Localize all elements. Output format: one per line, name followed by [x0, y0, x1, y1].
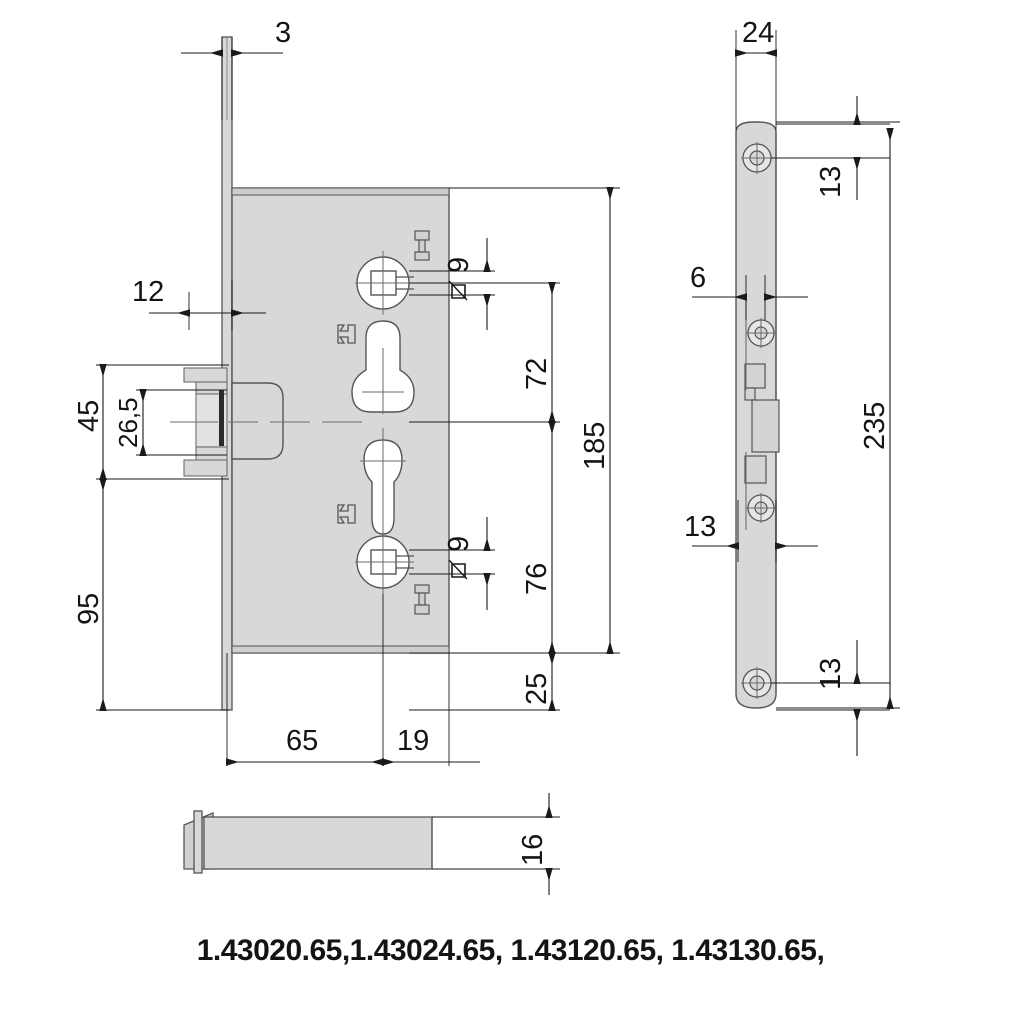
dimension-square-9-lower: 9	[409, 517, 495, 610]
dimension-label-235: 235	[859, 402, 891, 450]
side-view: 24 13 6 235	[684, 17, 900, 756]
dimension-label-65: 65	[286, 725, 318, 757]
latch-bolt	[183, 367, 284, 477]
dimension-45: 45	[73, 363, 229, 481]
internal-fixing-marks	[337, 230, 430, 615]
dimension-label-13-bottom: 13	[815, 658, 847, 690]
dimension-label-12: 12	[132, 276, 164, 308]
part-numbers-caption: 1.43020.65,1.43024.65, 1.43120.65, 1.431…	[196, 934, 825, 967]
dimension-185: 185	[449, 186, 620, 655]
dimension-label-72: 72	[521, 358, 553, 390]
side-screw-holes	[741, 142, 776, 699]
dimension-13-left: 13	[684, 500, 818, 562]
upper-spindle-hole	[355, 251, 414, 315]
dimension-13-bottom: 13	[771, 640, 890, 756]
dimension-label-24: 24	[742, 17, 774, 49]
upper-cylinder-keyhole	[351, 320, 415, 414]
dimension-95: 95	[73, 477, 229, 712]
dimension-235: 235	[776, 121, 900, 710]
dimension-16: 16	[432, 793, 560, 895]
dimension-label-19: 19	[397, 725, 429, 757]
dimension-label-185: 185	[579, 422, 611, 470]
dimension-label-6: 6	[690, 262, 706, 294]
dimension-72: 72	[409, 281, 560, 424]
dimension-label-76: 76	[521, 563, 553, 595]
dimension-65-19: 65 19	[225, 594, 480, 766]
dimension-label-square-9-upper: 9	[443, 257, 475, 273]
screw-hole-bottom	[741, 667, 773, 699]
dimension-13-top: 13	[771, 96, 890, 200]
dimension-label-16: 16	[517, 834, 549, 866]
dimension-label-45: 45	[73, 400, 105, 432]
dimension-3: 3	[181, 17, 291, 120]
lower-spindle-hole	[355, 530, 414, 594]
dimension-26-5: 26,5	[113, 388, 227, 457]
dimension-12: 12	[132, 276, 266, 330]
dimension-6: 6	[690, 262, 808, 320]
dimension-label-13-top: 13	[815, 166, 847, 198]
dimension-square-9-upper: 9	[409, 238, 495, 330]
profile-view: 16	[183, 793, 560, 895]
dimension-label-13-left: 13	[684, 511, 716, 543]
front-view: 3 12 45 26,5 95	[73, 17, 620, 766]
screw-hole-middle	[746, 318, 776, 348]
dimension-label-25: 25	[521, 673, 553, 705]
dimension-label-3: 3	[275, 17, 291, 49]
dimension-label-26-5: 26,5	[113, 397, 143, 448]
dimension-24: 24	[734, 17, 778, 130]
dimension-label-95: 95	[73, 593, 105, 625]
dimension-label-square-9-lower: 9	[443, 536, 475, 552]
side-faceplate-cutouts	[744, 300, 780, 530]
dimension-25: 25	[409, 651, 560, 712]
screw-hole-lower	[746, 493, 776, 523]
